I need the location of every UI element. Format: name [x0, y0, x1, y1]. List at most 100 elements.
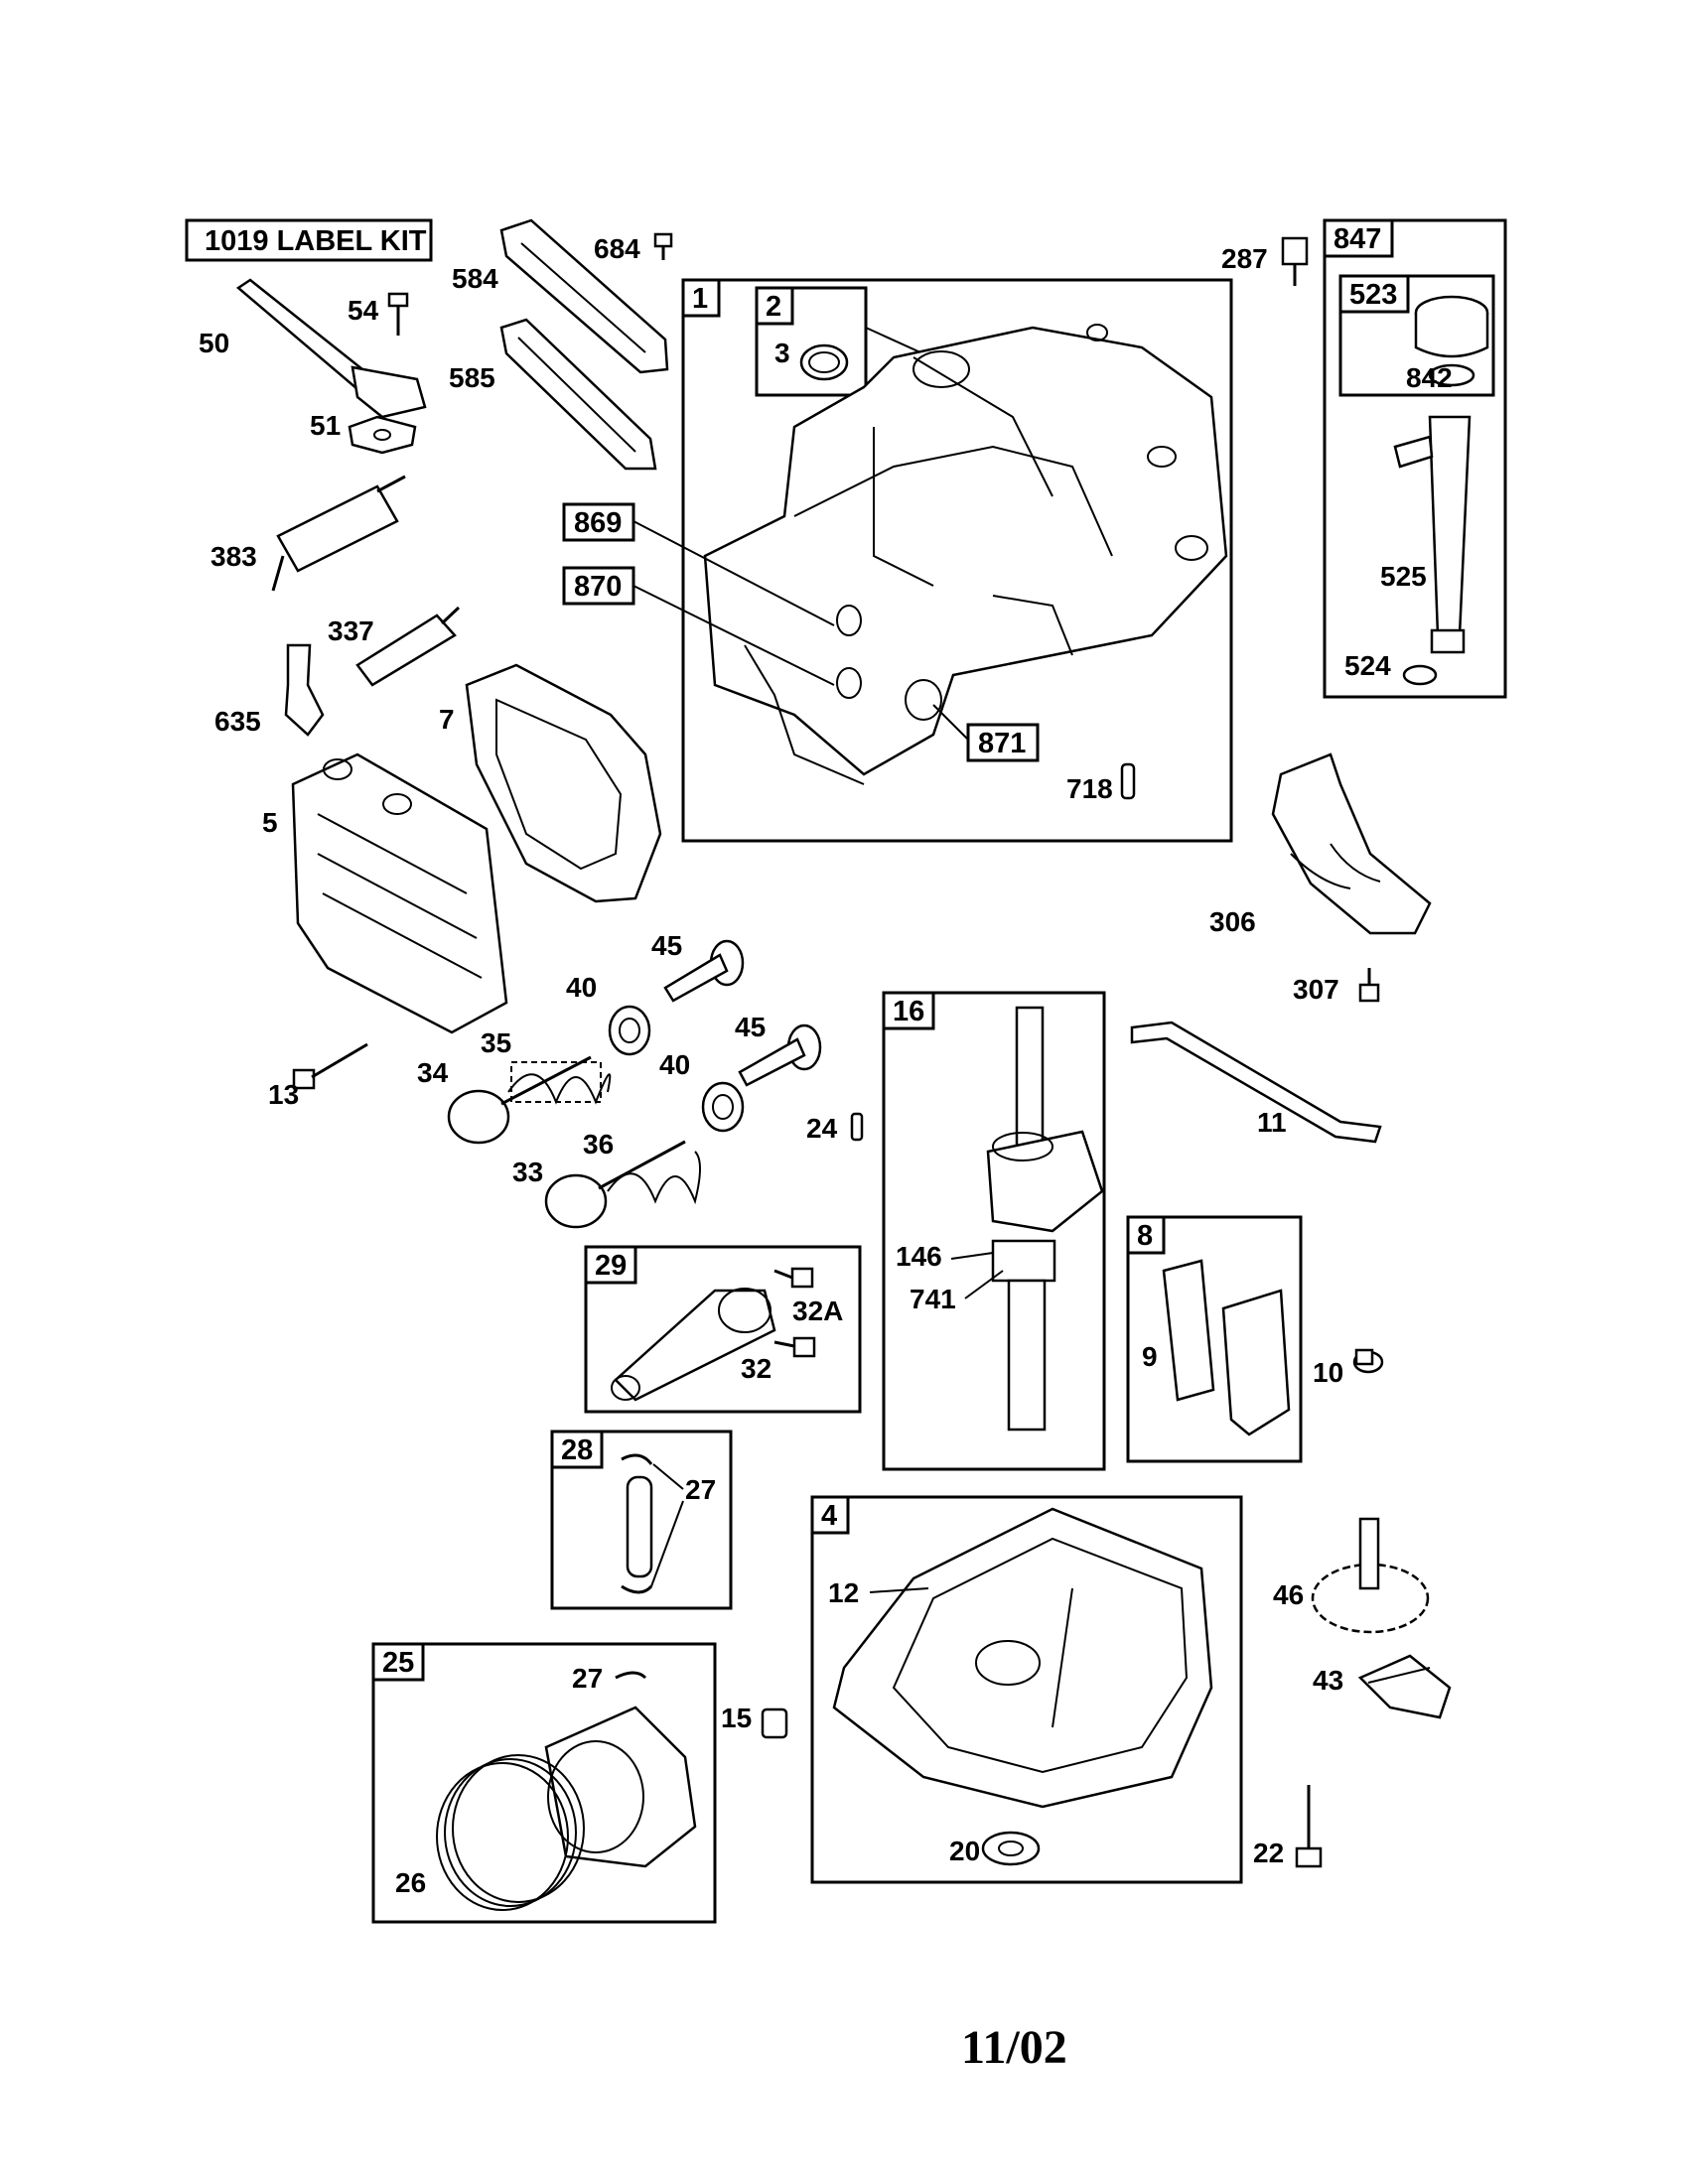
box-28 — [550, 1430, 733, 1610]
label-24: 24 — [806, 1113, 838, 1144]
label-842: 842 — [1406, 362, 1453, 393]
pin-24-part — [850, 1112, 864, 1142]
label-585: 585 — [449, 362, 495, 393]
label-146: 146 — [896, 1241, 942, 1272]
label-5: 5 — [262, 807, 278, 838]
label-50: 50 — [199, 328, 229, 358]
plug-15-part — [761, 1707, 788, 1739]
label-337: 337 — [328, 615, 374, 646]
crankshaft-part — [986, 1006, 1104, 1432]
box-871-label: 871 — [978, 728, 1026, 759]
label-27-piston: 27 — [572, 1663, 603, 1694]
label-40-lower: 40 — [659, 1049, 690, 1080]
label-635: 635 — [214, 706, 261, 737]
label-13: 13 — [268, 1079, 299, 1110]
label-524: 524 — [1344, 650, 1391, 681]
label-3: 3 — [774, 338, 790, 368]
o-ring-524-part — [1402, 664, 1438, 686]
label-40-upper: 40 — [566, 972, 597, 1003]
label-36: 36 — [583, 1129, 614, 1160]
label-kit-box — [185, 218, 433, 262]
gasket-585-part — [499, 318, 657, 471]
label-kit-text: 1019 LABEL KIT — [205, 225, 427, 257]
label-383: 383 — [210, 541, 257, 572]
label-15: 15 — [721, 1703, 752, 1733]
heater-383-part — [271, 475, 406, 592]
seal-20-part — [981, 1831, 1041, 1866]
valve-33-part — [544, 1140, 686, 1229]
screw-54-part — [387, 292, 409, 336]
screw-307-part — [1358, 968, 1380, 1003]
label-287: 287 — [1221, 243, 1268, 274]
cover-8-part — [1221, 1289, 1291, 1436]
piston-pin-part — [626, 1475, 653, 1578]
gasket-51-part — [348, 415, 417, 455]
box-523 — [1338, 274, 1495, 397]
label-34: 34 — [417, 1057, 449, 1088]
label-43: 43 — [1313, 1665, 1343, 1696]
box-1-label: 1 — [692, 283, 708, 315]
box-870-label: 870 — [574, 571, 622, 603]
seal-ring-part — [799, 343, 849, 381]
box-29 — [584, 1245, 862, 1414]
label-46: 46 — [1273, 1579, 1304, 1610]
box-523-label: 523 — [1349, 279, 1397, 311]
box-871 — [966, 723, 1040, 762]
box-869-label: 869 — [574, 507, 622, 539]
bolt-22-part — [1295, 1785, 1323, 1868]
box-8 — [1126, 1215, 1303, 1463]
label-307: 307 — [1293, 974, 1339, 1005]
label-741: 741 — [910, 1284, 956, 1314]
seal-40-upper-part — [608, 1005, 651, 1056]
label-718: 718 — [1066, 773, 1113, 804]
box-1 — [681, 278, 1233, 843]
label-306: 306 — [1209, 906, 1256, 937]
breather-gasket-584-part — [499, 218, 669, 374]
box-16-label: 16 — [893, 996, 924, 1027]
label-9: 9 — [1142, 1341, 1158, 1372]
box-28-label: 28 — [561, 1434, 593, 1466]
label-54: 54 — [348, 295, 379, 326]
tube-50-part — [235, 278, 427, 419]
box-847-label: 847 — [1333, 223, 1381, 255]
label-12: 12 — [828, 1577, 859, 1608]
label-51: 51 — [310, 410, 341, 441]
screw-684-part — [653, 232, 673, 260]
box-847 — [1323, 218, 1507, 699]
valve-45-upper-part — [663, 939, 745, 1003]
label-32: 32 — [741, 1353, 772, 1384]
sump-part — [832, 1507, 1213, 1809]
label-584: 584 — [452, 263, 498, 294]
box-4-label: 4 — [821, 1500, 837, 1532]
spark-plug-337-part — [355, 606, 461, 687]
cylinder-head-5-part — [291, 752, 508, 1034]
label-45-upper: 45 — [651, 930, 682, 961]
gear-46-part — [1311, 1517, 1430, 1634]
valve-34-part — [447, 1055, 592, 1145]
label-26: 26 — [395, 1867, 426, 1898]
bolt-13-part — [292, 1042, 368, 1090]
connecting-rod-part — [611, 1288, 776, 1402]
governor-43-part — [1357, 1654, 1452, 1719]
shield-306-part — [1271, 752, 1432, 935]
box-4 — [810, 1495, 1243, 1884]
o-ring-842-part — [1428, 363, 1475, 387]
label-20: 20 — [949, 1836, 980, 1866]
label-7: 7 — [439, 704, 455, 735]
label-27-pin: 27 — [685, 1474, 716, 1505]
dowel-pin-part — [1120, 762, 1136, 800]
label-32a: 32A — [792, 1296, 843, 1326]
cylinder-block-part — [703, 324, 1228, 785]
label-684: 684 — [594, 233, 640, 264]
label-22: 22 — [1253, 1838, 1284, 1868]
dipstick-tube-525-part — [1393, 415, 1472, 654]
box-2 — [755, 286, 868, 397]
box-25-label: 25 — [382, 1647, 414, 1679]
tube-11-part — [1130, 1021, 1382, 1144]
valve-45-lower-part — [738, 1024, 822, 1087]
piston-rings-part — [436, 1754, 585, 1911]
box-16 — [882, 991, 1106, 1471]
spring-36-part — [607, 1151, 701, 1205]
bolt-32a-part — [773, 1267, 814, 1289]
